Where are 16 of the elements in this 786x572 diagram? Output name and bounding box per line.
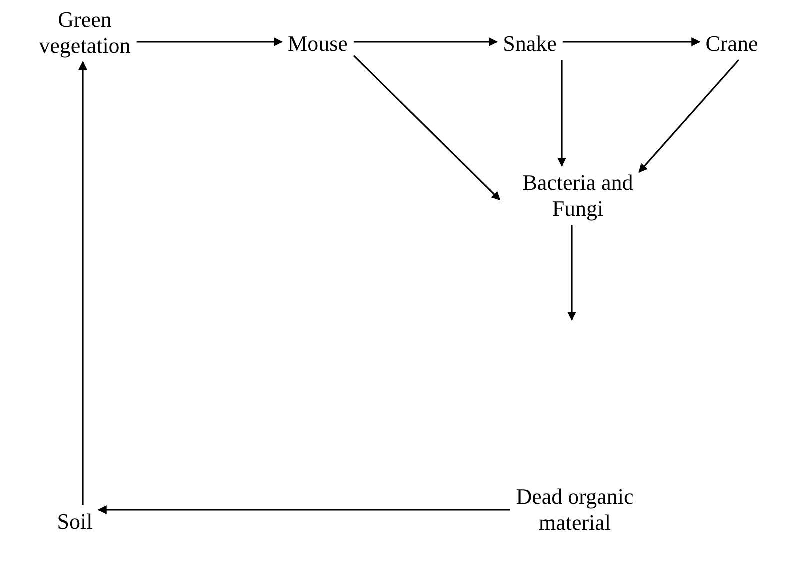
node-label: Soil xyxy=(45,507,105,537)
node-label: Snake xyxy=(485,29,575,59)
node-label: Mouse xyxy=(273,29,363,59)
node-label: Green vegetation xyxy=(15,5,155,61)
arrow xyxy=(562,38,701,46)
arrow xyxy=(136,38,283,46)
node-label: Crane xyxy=(692,29,772,59)
node-label: Dead organic material xyxy=(480,482,670,538)
arrow xyxy=(98,506,510,514)
arrow xyxy=(558,60,566,167)
arrow xyxy=(353,55,501,201)
arrow xyxy=(78,61,88,505)
arrow xyxy=(354,38,498,46)
arrow xyxy=(568,225,576,321)
node-label: Bacteria and Fungi xyxy=(503,168,653,224)
arrow xyxy=(638,59,740,173)
